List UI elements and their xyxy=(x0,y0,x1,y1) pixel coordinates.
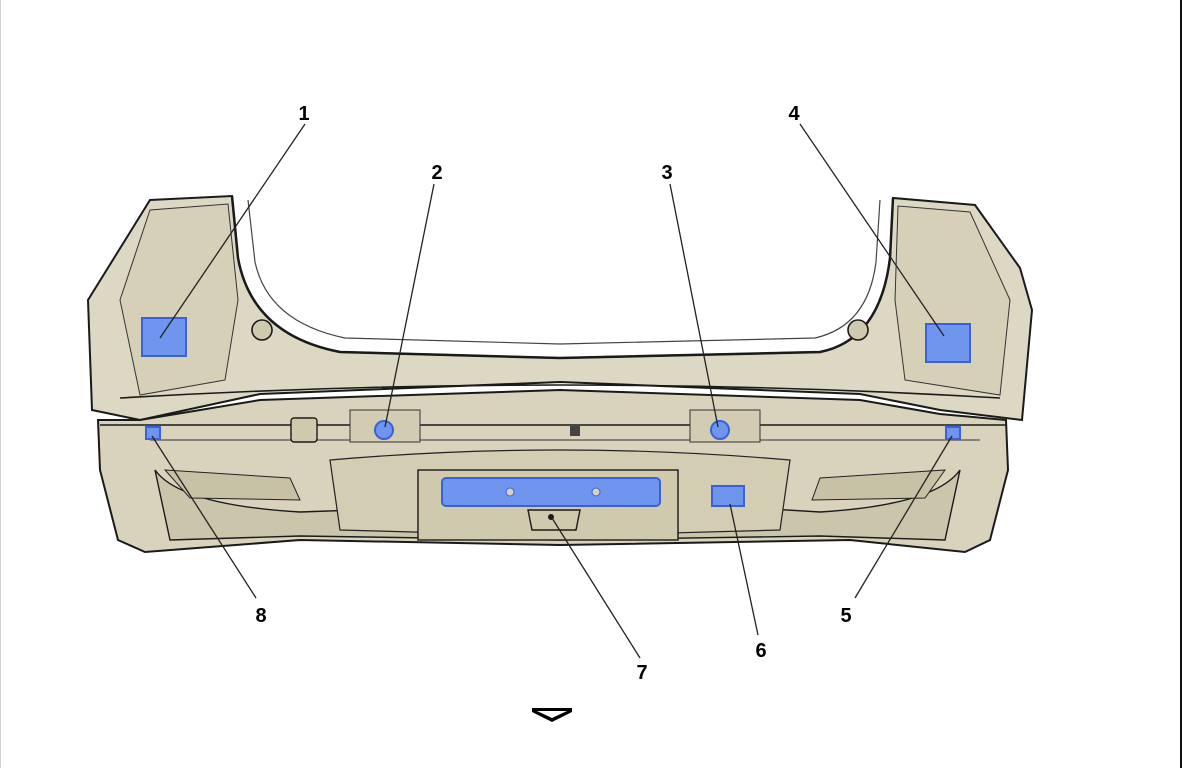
left-mount-hole xyxy=(251,319,273,341)
callout-4: 4 xyxy=(788,103,800,125)
tailgate-opening-edge xyxy=(230,195,895,360)
leader-lines xyxy=(151,123,953,659)
callout-6: 6 xyxy=(755,640,766,662)
leader-6 xyxy=(729,503,759,636)
part-7-hole-b xyxy=(591,487,601,497)
callout-3: 3 xyxy=(661,162,672,184)
leader-8 xyxy=(151,435,257,599)
tow-eye-cover xyxy=(290,417,318,443)
part-6-module xyxy=(711,485,745,507)
part-8-sensor xyxy=(145,426,161,440)
callout-7: 7 xyxy=(636,662,647,684)
callout-8: 8 xyxy=(255,605,266,627)
part-3-sensor xyxy=(710,420,730,440)
callout-1: 1 xyxy=(298,103,309,125)
callout-2: 2 xyxy=(431,162,442,184)
leader-5 xyxy=(854,435,953,599)
down-arrow-icon xyxy=(532,708,572,722)
leader-2 xyxy=(384,183,435,428)
right-border xyxy=(1180,0,1182,768)
leader-3 xyxy=(669,183,719,428)
part-1-bracket-left xyxy=(141,317,187,357)
leader-1 xyxy=(159,123,306,339)
leader-7 xyxy=(551,517,641,659)
left-border xyxy=(0,0,1,768)
leader-4 xyxy=(799,123,945,337)
right-mount-hole xyxy=(847,319,869,341)
right-corner-panel xyxy=(894,205,1011,396)
callout-5: 5 xyxy=(840,605,851,627)
tailgate-opening-inner xyxy=(247,199,881,345)
center-clip xyxy=(570,426,580,436)
left-lower-vent xyxy=(163,469,301,501)
right-lower-vent xyxy=(811,469,947,501)
highlighted-parts xyxy=(141,317,971,507)
part-7-reinforcement xyxy=(441,477,661,507)
part-5-sensor xyxy=(945,426,961,440)
bumper-seam-upper xyxy=(119,384,1001,399)
part-2-sensor xyxy=(374,420,394,440)
part-7-hole-a xyxy=(505,487,515,497)
part-4-bracket-right xyxy=(925,323,971,363)
